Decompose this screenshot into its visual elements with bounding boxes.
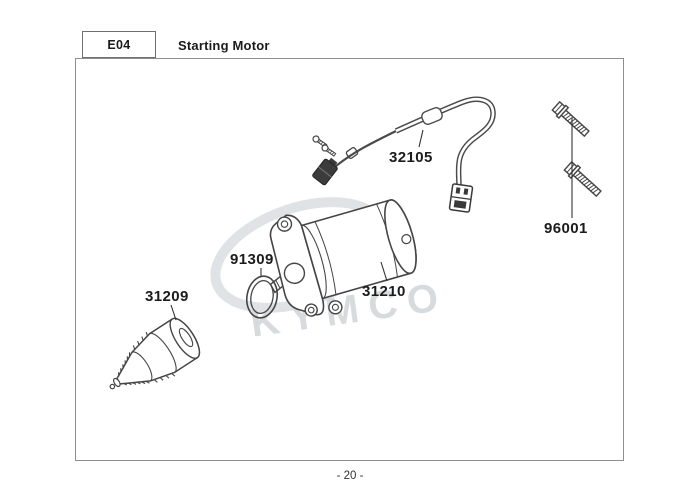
leader-gear [170, 304, 177, 321]
part-label-motor: 31210 [362, 283, 406, 300]
wire-clamp [345, 146, 359, 160]
page-title: Starting Motor [178, 38, 270, 53]
leader-motor [380, 261, 388, 282]
page-number: - 20 - [336, 470, 364, 482]
part-label-bolts: 96001 [544, 220, 588, 237]
o-ring-drawing [245, 275, 279, 319]
bolt-drawing [563, 160, 602, 198]
part-label-o-ring: 91309 [230, 251, 274, 268]
starter-motor-drawing [269, 199, 417, 317]
leader-lines [170, 118, 573, 321]
section-code: E04 [107, 37, 131, 52]
section-code-box: E04 [82, 31, 156, 58]
part-label-gear: 31209 [145, 288, 189, 305]
leader-harness [418, 129, 424, 148]
part-label-harness: 32105 [389, 149, 433, 166]
terminal-screw [321, 144, 337, 157]
mounting-bolts-drawing [551, 100, 602, 198]
wire-harness-drawing [312, 96, 496, 213]
bolt-drawing [551, 100, 590, 138]
cable-boot [421, 107, 443, 125]
plug-connector [448, 183, 474, 213]
pinion-gear-drawing [109, 317, 201, 390]
terminal-connector [312, 157, 338, 186]
